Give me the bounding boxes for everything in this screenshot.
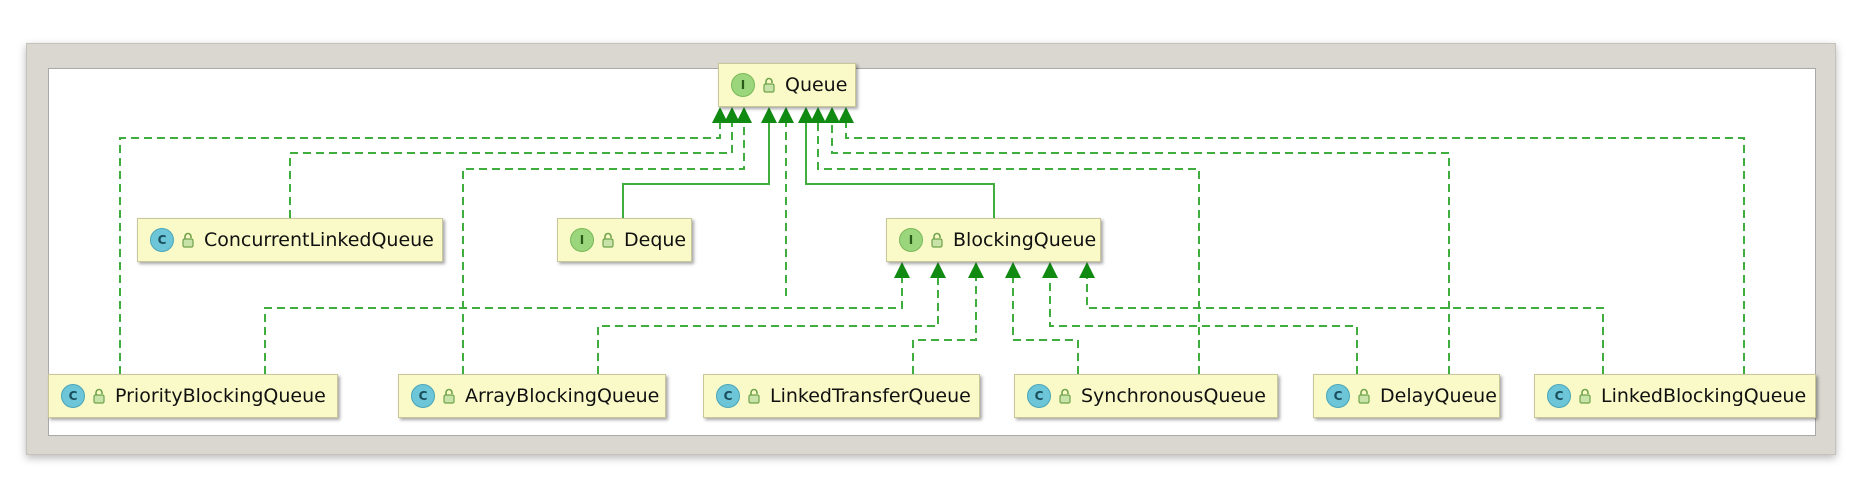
arrowhead [810, 107, 826, 123]
node-label: LinkedBlockingQueue [1601, 385, 1807, 407]
arrowhead [1005, 262, 1021, 278]
node-queue[interactable]: I Queue [718, 63, 856, 107]
arrowhead [930, 262, 946, 278]
edge-concurrent-linked-queue-to-queue [289, 107, 740, 218]
class-badge-icon: C [411, 384, 435, 408]
edge-synchronous-queue-to-blocking-queue [1005, 262, 1079, 374]
node-label: ConcurrentLinkedQueue [204, 229, 434, 251]
node-array-blocking-queue[interactable]: C ArrayBlockingQueue [398, 374, 666, 418]
public-lock-icon [602, 232, 614, 248]
edge-line [805, 121, 995, 218]
arrowhead [968, 262, 984, 278]
class-badge-icon: C [1326, 384, 1350, 408]
public-lock-icon [1358, 388, 1370, 404]
arrowhead [736, 107, 752, 123]
node-label: Queue [785, 74, 848, 96]
edge-array-blocking-queue-to-blocking-queue [597, 262, 946, 374]
edge-blocking-queue-to-queue [798, 107, 995, 218]
node-label: SynchronousQueue [1081, 385, 1266, 407]
node-label: ArrayBlockingQueue [465, 385, 660, 407]
node-label: Deque [624, 229, 687, 251]
edge-line [264, 276, 903, 374]
arrowhead [1042, 262, 1058, 278]
edge-line [1049, 276, 1358, 374]
node-label: LinkedTransferQueue [770, 385, 971, 407]
arrowhead [838, 107, 854, 123]
class-badge-icon: C [716, 384, 740, 408]
edge-linked-blocking-queue-to-queue [838, 107, 1745, 374]
node-synchronous-queue[interactable]: C SynchronousQueue [1014, 374, 1278, 418]
arrowhead [761, 107, 777, 123]
node-delay-queue[interactable]: C DelayQueue [1313, 374, 1500, 418]
edge-synchronous-queue-to-queue [810, 107, 1200, 374]
arrowhead [712, 107, 728, 123]
arrowhead [778, 107, 794, 123]
edge-line [622, 121, 770, 218]
edge-line [845, 121, 1745, 374]
public-lock-icon [748, 388, 760, 404]
public-lock-icon [182, 232, 194, 248]
edge-array-blocking-queue-to-queue [462, 107, 752, 374]
edge-priority-blocking-queue-to-queue [119, 107, 728, 374]
edge-line [119, 121, 721, 374]
edge-linked-transfer-queue-to-queue [778, 107, 794, 296]
interface-badge-icon: I [570, 228, 594, 252]
node-blocking-queue[interactable]: I BlockingQueue [886, 218, 1101, 262]
edge-line [289, 121, 733, 218]
edge-linked-blocking-queue-to-blocking-queue [1079, 262, 1604, 374]
edge-delay-queue-to-queue [824, 107, 1450, 374]
arrowhead [824, 107, 840, 123]
node-concurrent-linked-queue[interactable]: C ConcurrentLinkedQueue [137, 218, 443, 262]
class-badge-icon: C [1027, 384, 1051, 408]
public-lock-icon [443, 388, 455, 404]
arrowhead [894, 262, 910, 278]
arrowhead [724, 107, 740, 123]
edge-line [912, 276, 977, 374]
public-lock-icon [93, 388, 105, 404]
node-label: BlockingQueue [953, 229, 1097, 251]
public-lock-icon [1059, 388, 1071, 404]
public-lock-icon [1579, 388, 1591, 404]
arrowhead [798, 107, 814, 123]
node-deque[interactable]: I Deque [557, 218, 692, 262]
public-lock-icon [931, 232, 943, 248]
interface-badge-icon: I [731, 73, 755, 97]
edge-line [597, 276, 939, 374]
arrowhead [1079, 262, 1095, 278]
edge-delay-queue-to-blocking-queue [1042, 262, 1358, 374]
edge-line [1086, 276, 1604, 374]
edge-line [1012, 276, 1079, 374]
node-priority-blocking-queue[interactable]: C PriorityBlockingQueue [48, 374, 338, 418]
class-badge-icon: C [61, 384, 85, 408]
class-badge-icon: C [1547, 384, 1571, 408]
edge-linked-transfer-queue-to-blocking-queue [912, 262, 984, 374]
edge-line [462, 121, 745, 374]
node-linked-blocking-queue[interactable]: C LinkedBlockingQueue [1534, 374, 1816, 418]
edge-priority-blocking-queue-to-blocking-queue [264, 262, 910, 374]
node-linked-transfer-queue[interactable]: C LinkedTransferQueue [703, 374, 980, 418]
public-lock-icon [763, 77, 775, 93]
node-label: PriorityBlockingQueue [115, 385, 326, 407]
class-badge-icon: C [150, 228, 174, 252]
edge-line [817, 121, 1200, 374]
edge-deque-to-queue [622, 107, 777, 218]
edge-line [831, 121, 1450, 374]
node-label: DelayQueue [1380, 385, 1497, 407]
interface-badge-icon: I [899, 228, 923, 252]
